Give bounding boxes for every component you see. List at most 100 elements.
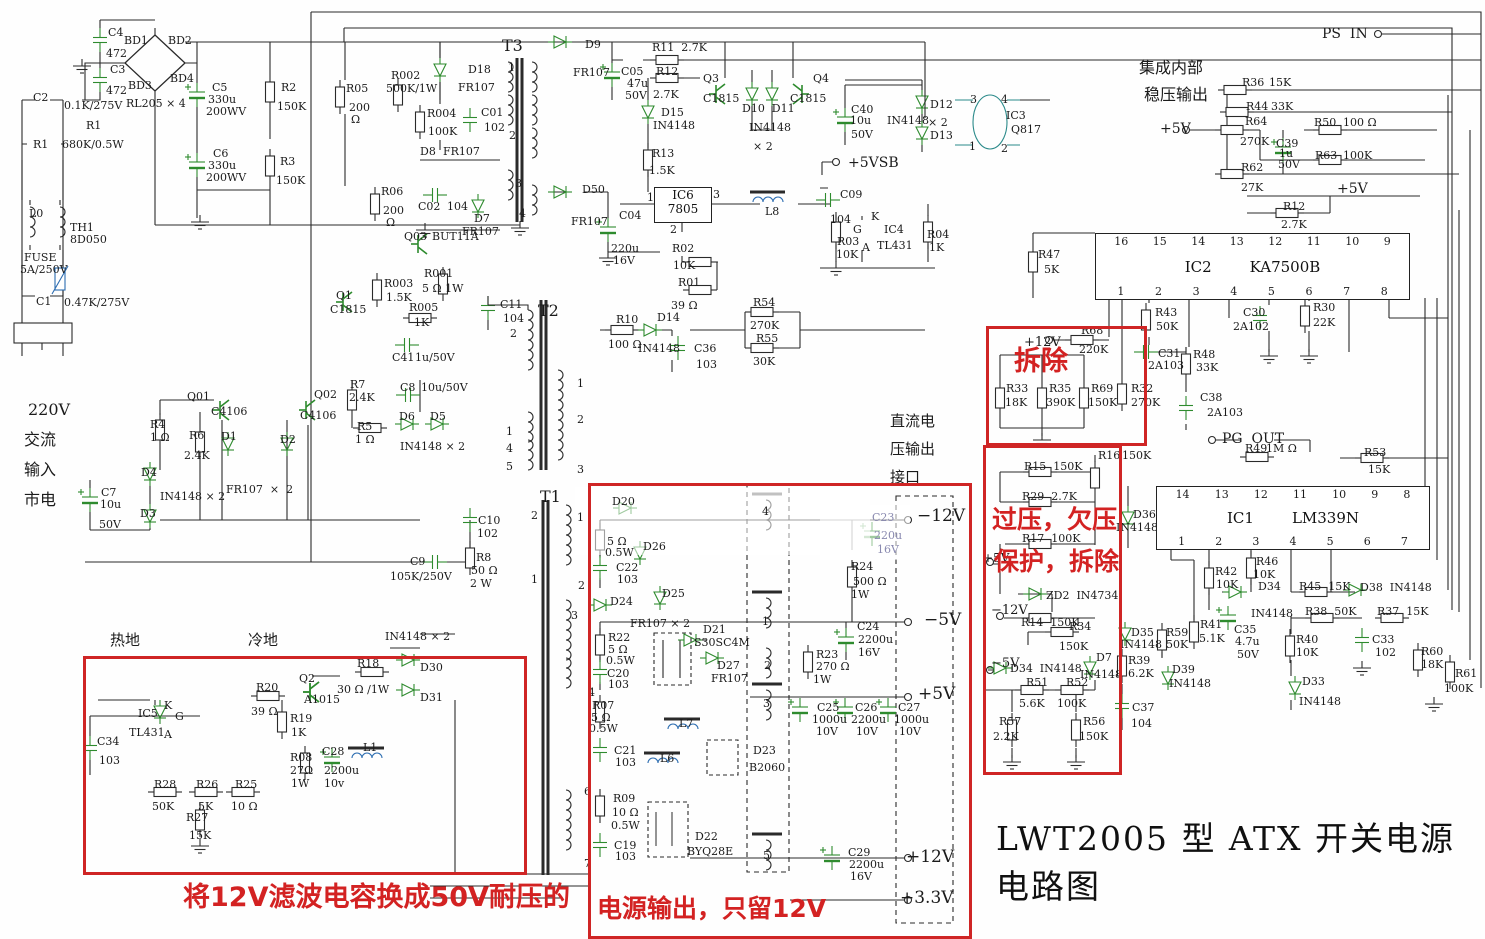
component-label: 18K bbox=[1005, 396, 1028, 409]
component-label: D18 bbox=[468, 63, 491, 76]
component-label: 103 bbox=[617, 573, 638, 586]
component-label: IN4148 bbox=[653, 119, 695, 132]
component-label: R29 2.7K bbox=[1022, 490, 1077, 503]
component-label: 2 W bbox=[470, 577, 492, 590]
component-label: C29 bbox=[848, 846, 871, 859]
component-label: C3 bbox=[110, 63, 126, 76]
component-label: D39 bbox=[1172, 663, 1195, 676]
component-label: +5VSB bbox=[848, 155, 899, 171]
component-label: BD2 bbox=[168, 34, 192, 47]
component-label: D23 bbox=[753, 744, 776, 757]
component-label: 2 bbox=[510, 327, 517, 340]
component-label: 47u bbox=[627, 77, 649, 90]
component-label: 10u/50V bbox=[421, 381, 468, 394]
component-label: C05 bbox=[621, 65, 644, 78]
component-label: G bbox=[175, 710, 184, 723]
component-label: 102 bbox=[484, 121, 505, 134]
component-label: T1 bbox=[540, 487, 561, 506]
component-label: 680K/0.5W bbox=[62, 138, 124, 151]
component-label: R22 bbox=[608, 631, 631, 644]
component-label: C8 bbox=[400, 381, 416, 394]
component-label: 200WV bbox=[206, 171, 247, 184]
component-label: 2.7K bbox=[1281, 218, 1307, 231]
component-label: 5 Ω bbox=[607, 535, 627, 548]
component-label: 472 bbox=[106, 47, 127, 60]
component-label: Ω bbox=[386, 216, 396, 229]
component-label: R44 bbox=[1246, 100, 1269, 113]
ic-pin-number: 14 bbox=[1175, 488, 1190, 501]
component-label: D33 bbox=[1302, 675, 1325, 688]
component-label: R25 bbox=[235, 778, 258, 791]
component-label: C36 bbox=[694, 342, 717, 355]
component-label: 0.5W bbox=[611, 819, 640, 832]
component-label: L0 bbox=[29, 207, 44, 220]
component-label: 27Ω bbox=[290, 764, 314, 777]
component-label: 150K bbox=[1059, 640, 1089, 653]
component-label: D38 IN4148 bbox=[1360, 581, 1432, 594]
component-label: 0.1K/275V bbox=[64, 99, 123, 112]
component-label: BUT11A bbox=[432, 230, 479, 243]
component-label: 270K bbox=[750, 319, 780, 332]
component-label: R32 bbox=[1131, 382, 1154, 395]
component-label: 100 Ω bbox=[608, 338, 642, 351]
component-label: 220u bbox=[611, 242, 640, 255]
component-label: 15K bbox=[1269, 76, 1292, 89]
component-label: R41 bbox=[1200, 618, 1223, 631]
component-label: C6 bbox=[213, 147, 229, 160]
component-label: 270K bbox=[1131, 396, 1161, 409]
component-label: 1 bbox=[969, 140, 976, 153]
component-label: R6 bbox=[189, 429, 205, 442]
component-label: D7 bbox=[1096, 651, 1112, 664]
component-label: 1K bbox=[291, 726, 307, 739]
component-label: 集成内部 bbox=[1139, 58, 1204, 77]
component-label: D20 bbox=[612, 495, 635, 508]
component-label: 2 bbox=[670, 223, 677, 236]
component-label: D27 bbox=[717, 659, 740, 672]
component-label: R18 bbox=[357, 657, 380, 670]
component-label: T2 bbox=[538, 301, 559, 320]
component-label: −5V bbox=[991, 656, 1020, 671]
component-label: 接口 bbox=[890, 468, 921, 486]
ic-pin-number: 15 bbox=[1152, 235, 1167, 248]
component-label: K bbox=[164, 699, 173, 712]
component-label: 3 bbox=[713, 188, 720, 201]
component-label: R004 bbox=[427, 107, 457, 120]
component-label: D15 bbox=[661, 106, 684, 119]
component-label: −5V bbox=[924, 610, 962, 630]
component-label: 1 bbox=[762, 615, 769, 628]
annotation-text: 将12V滤波电容换成50V耐压的 bbox=[183, 882, 570, 913]
component-label: R01 bbox=[678, 276, 701, 289]
component-label: IN4148 bbox=[887, 114, 929, 127]
component-label: 16V bbox=[877, 543, 899, 556]
component-label: IN4148 bbox=[1080, 668, 1122, 681]
component-label: 2.7K bbox=[653, 88, 679, 101]
component-label: RL205 × 4 bbox=[126, 97, 186, 110]
component-label: D7 bbox=[474, 212, 490, 225]
component-label: R12 bbox=[656, 65, 679, 78]
component-label: 0.5W bbox=[605, 546, 634, 559]
component-label: R59 bbox=[1166, 626, 1189, 639]
component-label: IN4148 bbox=[1116, 521, 1158, 534]
component-label: 220V bbox=[28, 400, 71, 419]
component-label: R47 bbox=[1038, 248, 1061, 261]
component-label: R16 bbox=[1098, 449, 1121, 462]
component-label: FUSE bbox=[24, 251, 57, 264]
component-label: 2 bbox=[577, 413, 584, 426]
component-label: PS IN bbox=[1322, 26, 1368, 42]
component-label: 270 Ω bbox=[816, 660, 850, 673]
component-label: IN4148 × 2 bbox=[400, 440, 466, 453]
component-label: × 2 bbox=[928, 116, 948, 129]
component-label: +5V bbox=[918, 684, 956, 704]
component-label: C4 bbox=[108, 26, 124, 39]
component-label: C01 bbox=[481, 106, 504, 119]
component-label: 1K bbox=[929, 241, 945, 254]
component-label: C28 bbox=[322, 745, 345, 758]
component-label: Q1 bbox=[336, 289, 353, 302]
component-label: 3 bbox=[970, 93, 977, 106]
component-label: R49 bbox=[1245, 442, 1268, 455]
component-label: 1 bbox=[508, 61, 515, 74]
component-label: 压输出 bbox=[890, 440, 936, 458]
component-label: 0.5W bbox=[606, 654, 635, 667]
component-label: C04 bbox=[619, 209, 642, 222]
